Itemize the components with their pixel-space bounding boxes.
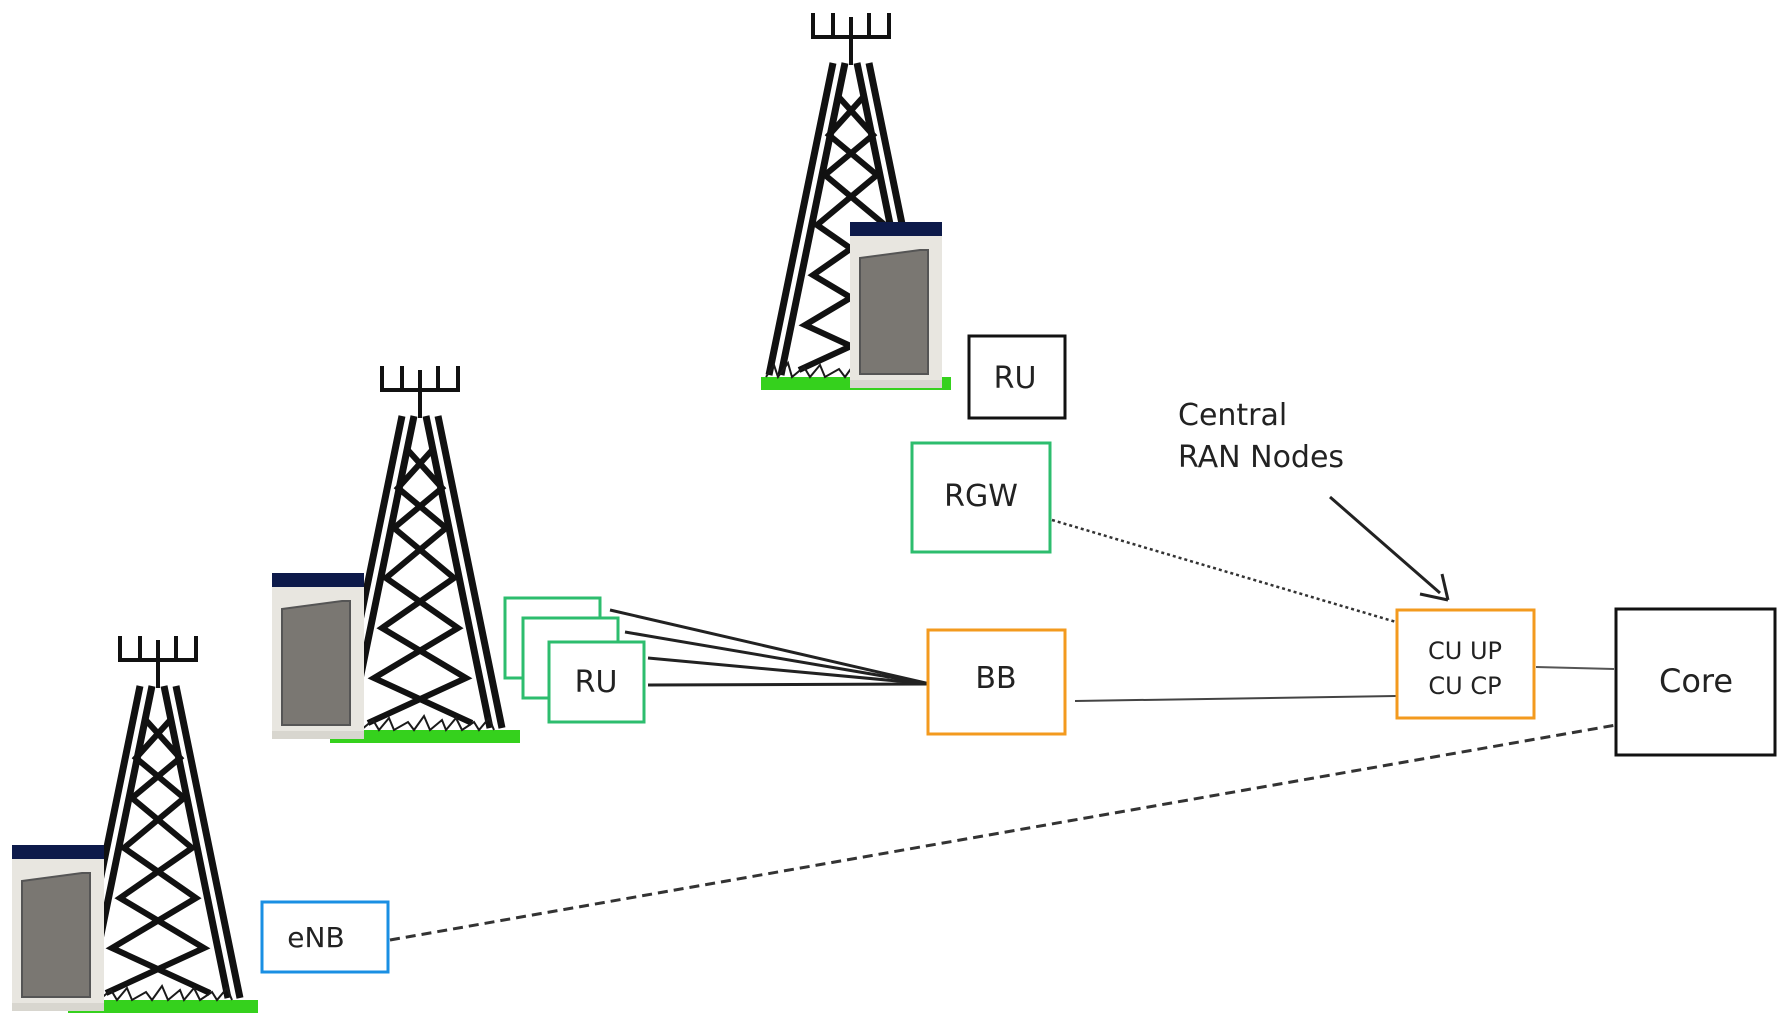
ru-top-node[interactable]: RU <box>967 334 1067 420</box>
annotation-line2: RAN Nodes <box>1178 440 1344 475</box>
link-rgw-cu <box>1051 518 1397 624</box>
link-ru-bb-2 <box>624 630 931 686</box>
cu-up-label: CU UP <box>1428 637 1502 665</box>
cu-node[interactable]: CU UP CU CP <box>1395 608 1536 720</box>
link-enb-core <box>389 723 1617 942</box>
enb-node[interactable]: eNB <box>260 900 390 974</box>
annotation-arrow-line <box>1329 495 1441 595</box>
cabinet-bottom-icon <box>11 844 105 1012</box>
cabinet-top-icon <box>849 221 943 389</box>
ru-top-label: RU <box>994 361 1037 396</box>
ru-stack[interactable]: RU <box>503 596 646 724</box>
annotation-arrow-head <box>1419 573 1450 602</box>
core-label: Core <box>1659 662 1733 700</box>
link-ru-bb-4 <box>647 682 931 687</box>
core-node[interactable]: Core <box>1614 607 1777 757</box>
ru-stack-label: RU <box>575 665 618 700</box>
connections <box>389 495 1617 942</box>
bb-node[interactable]: BB <box>926 628 1067 736</box>
bb-label: BB <box>975 661 1016 696</box>
link-ru-bb-1 <box>609 608 931 686</box>
rgw-node[interactable]: RGW <box>910 441 1052 554</box>
link-cu-core <box>1535 666 1615 670</box>
cu-cp-label: CU CP <box>1428 672 1501 700</box>
link-ru-bb-3 <box>647 656 931 686</box>
annotation-line1: Central <box>1178 398 1287 433</box>
enb-label: eNB <box>287 921 344 954</box>
link-bb-cu <box>1074 695 1397 702</box>
rgw-label: RGW <box>944 479 1018 514</box>
cabinet-middle-icon <box>271 572 365 740</box>
ru-stack-front <box>547 640 646 724</box>
